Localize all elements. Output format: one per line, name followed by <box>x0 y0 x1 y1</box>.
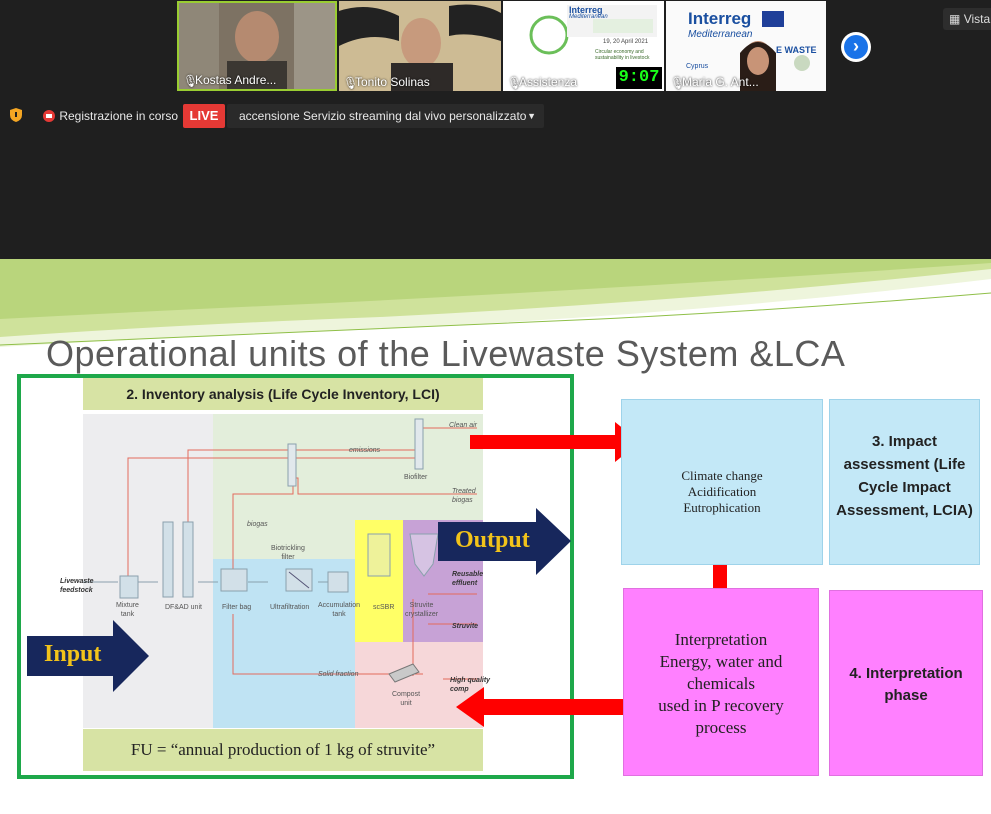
video-tile-tonito[interactable]: 🎙Tonito Solinas <box>339 1 501 91</box>
participant-name: 🎙Assistenza <box>507 75 578 90</box>
filter-bag-label: Filter bag <box>222 604 252 611</box>
output-arrow-shape <box>438 508 571 575</box>
recording-indicator[interactable]: Registrazione in corso <box>42 104 178 128</box>
red-arrow-right <box>470 422 640 462</box>
solid-fraction-label: Solid fraction <box>318 671 359 678</box>
functional-unit-box: FU = “annual production of 1 kg of struv… <box>83 729 483 771</box>
mic-muted-icon: 🎙 <box>670 76 686 90</box>
livewaste-badge: E WASTE <box>776 45 817 55</box>
interreg-subtitle: Mediterranean <box>569 14 608 20</box>
red-arrow-left <box>456 687 628 727</box>
input-label: Input <box>44 641 102 667</box>
participant-video-image <box>666 1 826 91</box>
security-badge[interactable] <box>9 104 23 128</box>
mic-muted-icon: 🎙 <box>183 74 199 88</box>
shield-icon <box>10 108 22 122</box>
event-caption: Circular economy and sustainability in l… <box>595 49 650 61</box>
inventory-header: 2. Inventory analysis (Life Cycle Invent… <box>83 378 483 410</box>
mic-muted-icon: 🎙 <box>343 76 359 90</box>
interpretation-phase-box: 4. Interpretation phase <box>829 590 983 776</box>
video-tile-maria[interactable]: Interreg Mediterranean E WASTE Cyprus 🎙M… <box>666 1 826 91</box>
video-tile-assistenza[interactable]: Interreg Mediterranean 19, 20 April 2021… <box>503 1 664 91</box>
streaming-dropdown[interactable]: accensione Servizio streaming dal vivo p… <box>227 104 544 128</box>
interreg-logo-text: Interreg <box>688 9 752 28</box>
inventory-frame <box>17 374 574 779</box>
biofilter-label: Biofilter <box>404 474 428 481</box>
participant-name: 🎙Maria G. Ant... <box>670 75 759 90</box>
interreg-logo-text: Interreg <box>569 5 603 15</box>
mic-muted-icon: 🎙 <box>507 76 523 90</box>
input-arrow-shape <box>27 620 149 692</box>
clean-air-label: Clean air <box>449 422 478 429</box>
emissions-label: emissions <box>349 447 381 454</box>
participant-name: 🎙Kostas Andre... <box>183 73 277 88</box>
caret-down-icon: ▼ <box>527 111 536 121</box>
slide-title: Operational units of the Livewaste Syste… <box>46 333 846 374</box>
output-label: Output <box>455 527 530 553</box>
chevron-right-icon: › <box>844 35 868 59</box>
countdown-timer: 9:07 <box>616 67 662 89</box>
grid-icon: ▦ <box>949 12 961 26</box>
biogas-label: biogas <box>247 521 268 528</box>
struvite-label: Struvite <box>452 623 479 630</box>
impact-categories-box: Climate change Acidification Eutrophicat… <box>621 399 823 565</box>
presentation-slide: Operational units of the Livewaste Syste… <box>0 259 991 814</box>
live-badge[interactable]: LIVE <box>183 104 225 128</box>
event-date: 19, 20 April 2021 <box>603 39 649 45</box>
impact-assessment-box: 3. Impact assessment (Life Cycle Impact … <box>829 399 980 565</box>
participant-video-image <box>339 1 501 91</box>
dfad-unit-label: DF&AD unit <box>165 604 202 611</box>
ultrafiltration-label: Ultrafiltration <box>270 604 310 611</box>
interreg-subtitle: Mediterranean <box>688 29 753 40</box>
scsbr-label: scSBR <box>373 604 395 611</box>
interpretation-box: Interpretation Energy, water and chemica… <box>623 588 819 776</box>
participant-video-image <box>179 3 335 89</box>
view-menu-button[interactable]: ▦ Vista <box>943 8 991 30</box>
participant-name: 🎙Tonito Solinas <box>343 75 430 90</box>
slide-header-decoration <box>0 259 991 347</box>
country-label: Cyprus <box>686 63 709 70</box>
process-flow-diagram <box>83 414 483 728</box>
next-participants-button[interactable]: › <box>841 32 871 62</box>
video-tile-kostas[interactable]: 🎙Kostas Andre... <box>177 1 337 91</box>
recording-icon <box>43 110 55 122</box>
